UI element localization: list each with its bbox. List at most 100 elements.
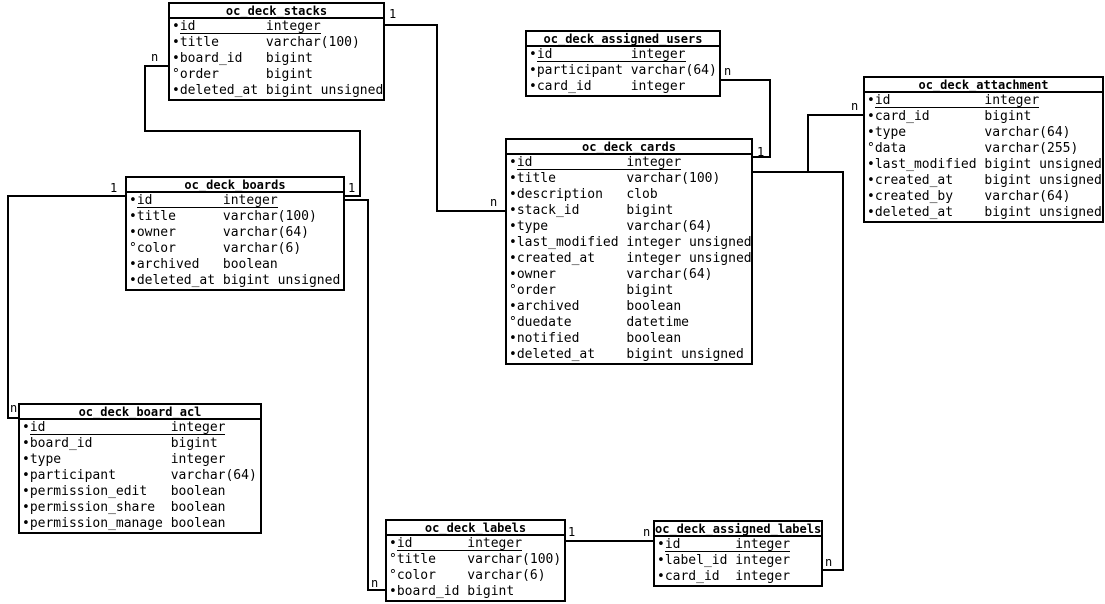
- column-type: varchar(64): [984, 125, 1071, 140]
- column-type: bigint unsigned: [265, 83, 383, 98]
- required-column-icon: •: [22, 468, 30, 483]
- cardinality-label: n: [490, 195, 498, 209]
- required-column-icon: •: [867, 93, 875, 108]
- column-name: data: [874, 141, 907, 156]
- cardinality-label: n: [724, 64, 732, 78]
- required-column-icon: •: [509, 203, 517, 218]
- column-type: boolean: [222, 257, 278, 272]
- column-name: last_modified: [874, 157, 977, 172]
- required-column-icon: •: [509, 171, 517, 186]
- required-column-icon: •: [129, 257, 137, 272]
- column-text: last_modified bigint unsigned: [875, 157, 1102, 172]
- column-type: varchar(255): [984, 141, 1079, 156]
- column-name: id: [874, 93, 891, 108]
- column-row-type: •type varchar(64): [865, 125, 1102, 141]
- column-text: deleted_at bigint unsigned: [180, 83, 383, 98]
- column-type: integer unsigned: [626, 235, 751, 250]
- column-type: bigint: [170, 436, 218, 451]
- column-text: archived boolean: [517, 299, 681, 314]
- column-name: owner: [136, 225, 176, 240]
- column-name: permission_share: [29, 500, 156, 515]
- column-name: archived: [516, 299, 580, 314]
- column-type: boolean: [626, 331, 682, 346]
- column-type: boolean: [170, 516, 226, 531]
- table-name: oc_deck_cards: [507, 140, 751, 155]
- nullable-column-icon: °: [129, 241, 137, 256]
- column-text: last_modified integer unsigned: [517, 235, 751, 250]
- required-column-icon: •: [129, 273, 137, 288]
- column-name: id: [396, 536, 413, 551]
- column-type: integer: [735, 553, 791, 568]
- column-name: title: [396, 552, 436, 567]
- required-column-icon: •: [22, 484, 30, 499]
- required-column-icon: •: [529, 47, 537, 62]
- column-name: duedate: [516, 315, 572, 330]
- column-type: varchar(100): [467, 552, 562, 567]
- nullable-column-icon: °: [389, 568, 397, 583]
- column-type: varchar(64): [984, 189, 1071, 204]
- required-column-icon: •: [509, 251, 517, 266]
- column-text: label_id integer: [665, 553, 790, 568]
- required-column-icon: •: [529, 79, 537, 94]
- required-column-icon: •: [509, 187, 517, 202]
- column-name: id: [516, 155, 533, 170]
- column-type: bigint: [626, 283, 674, 298]
- required-column-icon: •: [867, 157, 875, 172]
- column-type: integer: [467, 536, 523, 551]
- column-type: boolean: [626, 299, 682, 314]
- column-name: id: [29, 420, 46, 435]
- column-name: participant: [29, 468, 116, 483]
- required-column-icon: •: [509, 155, 517, 170]
- required-column-icon: •: [867, 125, 875, 140]
- table-name: oc_deck_attachment: [865, 78, 1102, 93]
- required-column-icon: •: [22, 436, 30, 451]
- column-name: color: [136, 241, 176, 256]
- column-name: notified: [516, 331, 580, 346]
- required-column-icon: •: [657, 553, 665, 568]
- column-name: board_id: [29, 436, 93, 451]
- column-type: varchar(64): [626, 267, 713, 282]
- cardinality-label: n: [851, 99, 859, 113]
- column-name: last_modified: [516, 235, 619, 250]
- column-name: deleted_at: [179, 83, 259, 98]
- column-type: bigint unsigned: [984, 157, 1102, 172]
- column-type: integer: [735, 569, 791, 584]
- column-name: board_id: [179, 51, 243, 66]
- column-name: label_id: [664, 553, 728, 568]
- table-name: oc_deck_stacks: [170, 4, 383, 19]
- column-type: integer: [170, 452, 226, 467]
- column-name: type: [874, 125, 907, 140]
- column-type: varchar(100): [626, 171, 721, 186]
